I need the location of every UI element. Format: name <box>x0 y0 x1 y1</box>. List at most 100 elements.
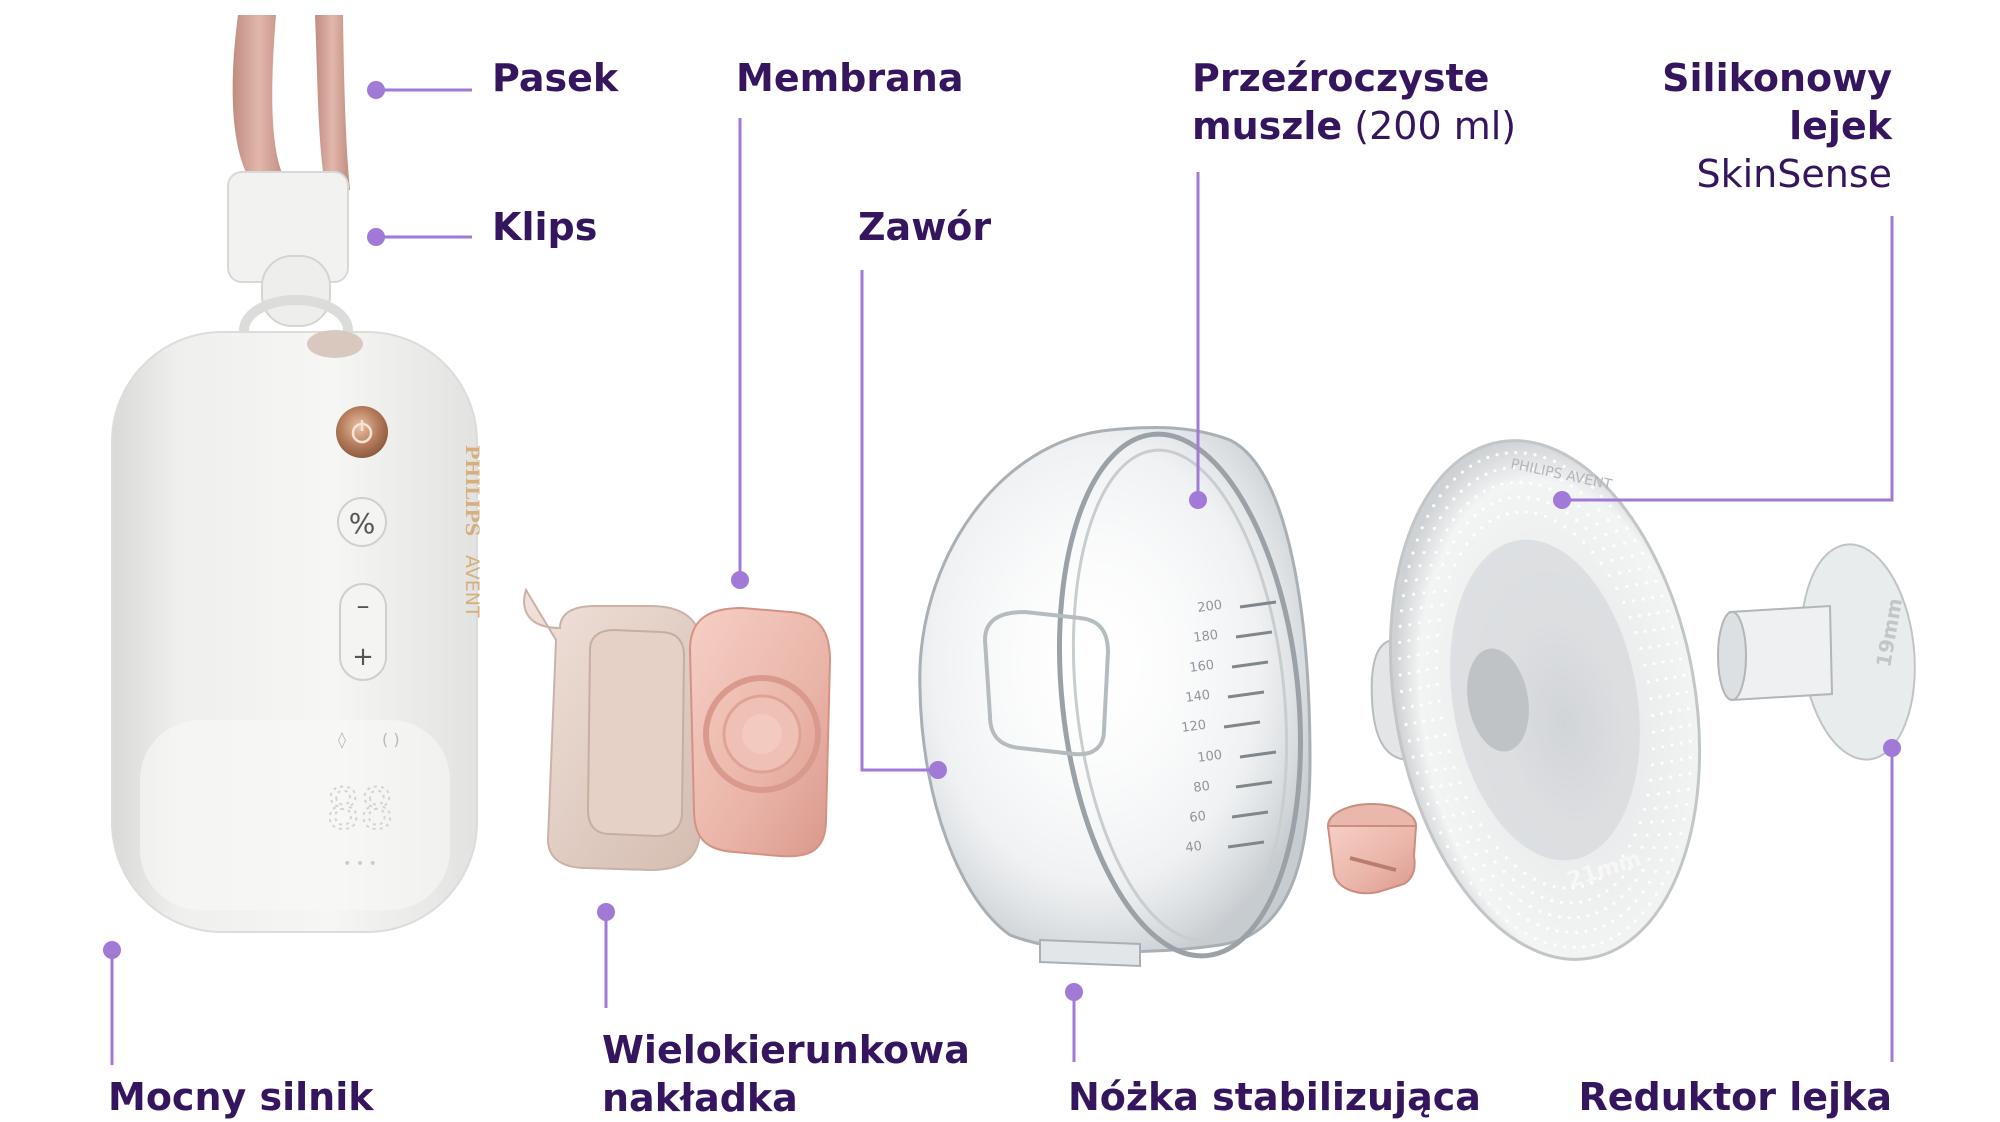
flange-dot <box>1498 897 1502 901</box>
flange-dot <box>1613 882 1617 887</box>
flange-dot <box>1650 763 1655 767</box>
flange-dot <box>1542 882 1546 886</box>
flange-dot <box>1553 943 1557 947</box>
flange-dot <box>1443 767 1447 771</box>
flange-dot <box>1649 778 1653 782</box>
flange-dot <box>1482 864 1486 868</box>
flange-dot <box>1633 919 1637 923</box>
flange-dot <box>1628 615 1632 619</box>
scale-tick <box>1239 600 1277 609</box>
flange-dot <box>1625 584 1629 589</box>
flange-dot <box>1434 666 1439 670</box>
flange-dot <box>1598 876 1602 881</box>
flange-dot <box>1610 558 1614 563</box>
flange-dot <box>1667 693 1671 697</box>
flange-dot <box>1452 540 1456 544</box>
power-button <box>336 406 388 458</box>
label-nozka: Nóżka stabilizująca <box>1068 1075 1481 1119</box>
flange-dot <box>1627 844 1632 848</box>
flange-dot <box>1641 597 1645 601</box>
flange-dot <box>1439 784 1443 788</box>
flange-dot <box>1407 671 1411 675</box>
plus-icon: + <box>352 642 374 672</box>
flange-dot <box>1398 673 1402 677</box>
dot-muszle <box>1189 491 1207 509</box>
flange-dot <box>1538 909 1542 913</box>
flange-dot <box>1633 538 1637 543</box>
flange-dot <box>1398 624 1402 629</box>
flange-dot <box>1434 768 1438 772</box>
flange-dot <box>1495 453 1499 457</box>
flange-dot <box>1471 810 1475 814</box>
flange-dot <box>1688 723 1692 727</box>
valve-body <box>1326 825 1418 895</box>
flange-dot <box>1635 583 1639 587</box>
flange-dot <box>1591 943 1595 947</box>
label-lejek: Silikonowy lejek SkinSense <box>1662 56 1892 196</box>
flange-dot <box>1440 603 1444 607</box>
flange-dot <box>1425 668 1429 672</box>
flange-dot <box>1654 579 1658 583</box>
flange-dot <box>1476 838 1480 842</box>
flange-dot <box>1670 727 1674 731</box>
flange-dot <box>1677 789 1681 793</box>
flange-dot <box>1436 576 1440 580</box>
flange-dot <box>1562 886 1566 890</box>
shell-rim-inner <box>1071 448 1289 942</box>
valve-slit <box>1349 856 1397 872</box>
flange-dot <box>1465 542 1469 546</box>
flange-dot <box>1599 494 1604 498</box>
flange-dot <box>1656 792 1661 796</box>
flange-dot <box>1676 692 1680 696</box>
flange-dot <box>1500 883 1504 887</box>
flange-dot <box>1408 623 1412 627</box>
flange-dot <box>1606 518 1610 522</box>
flange-dot <box>1416 669 1420 674</box>
flange-dot <box>1526 496 1530 500</box>
flange-dot <box>1411 551 1415 555</box>
flange-dot <box>1651 747 1655 751</box>
flange-dot <box>1686 706 1690 711</box>
flange-dot <box>1533 453 1537 457</box>
flange-dot <box>1597 894 1601 898</box>
flange-dot <box>1484 849 1489 853</box>
flange-dot <box>1404 579 1408 583</box>
flange-dot <box>1664 845 1668 850</box>
motor-lower-band <box>140 720 450 910</box>
clip-hinge <box>261 255 331 327</box>
scale-label: 180 <box>1192 628 1219 646</box>
flange-dot <box>1473 513 1477 518</box>
flange-dot <box>1465 521 1469 525</box>
flange-dot <box>1675 845 1679 849</box>
leader-lejek <box>1562 216 1894 502</box>
flange-dot <box>1637 567 1642 571</box>
flange-dot <box>1671 858 1675 862</box>
flange-dot <box>1557 915 1561 919</box>
flange-dot <box>1404 722 1408 727</box>
flange-dot <box>1435 649 1439 653</box>
flange-dot <box>1628 866 1632 870</box>
flange-dot <box>1560 478 1564 482</box>
flange-dot <box>1530 891 1535 895</box>
flange-dot <box>1531 467 1535 471</box>
flange-dot <box>1487 835 1491 839</box>
flange-dot <box>1622 600 1626 605</box>
flange-dot <box>1679 831 1683 836</box>
scale-label: 200 <box>1196 598 1223 616</box>
flange-dot <box>1407 639 1411 643</box>
shell-stand <box>1039 938 1141 968</box>
flange-dot <box>1562 464 1566 468</box>
flange-dot <box>1536 497 1540 501</box>
scale-tick <box>1231 810 1269 819</box>
flange-dot <box>1464 796 1468 800</box>
flange-dot <box>1544 514 1548 519</box>
flange-dot <box>1605 889 1609 893</box>
flange-dot <box>1661 745 1665 749</box>
flange-dot <box>1660 882 1664 886</box>
flange-dot <box>1509 891 1513 896</box>
flange-dot <box>1600 940 1604 945</box>
flange-dot <box>1496 515 1500 519</box>
flange-dot <box>1429 563 1433 567</box>
flange-dot <box>1420 787 1425 791</box>
